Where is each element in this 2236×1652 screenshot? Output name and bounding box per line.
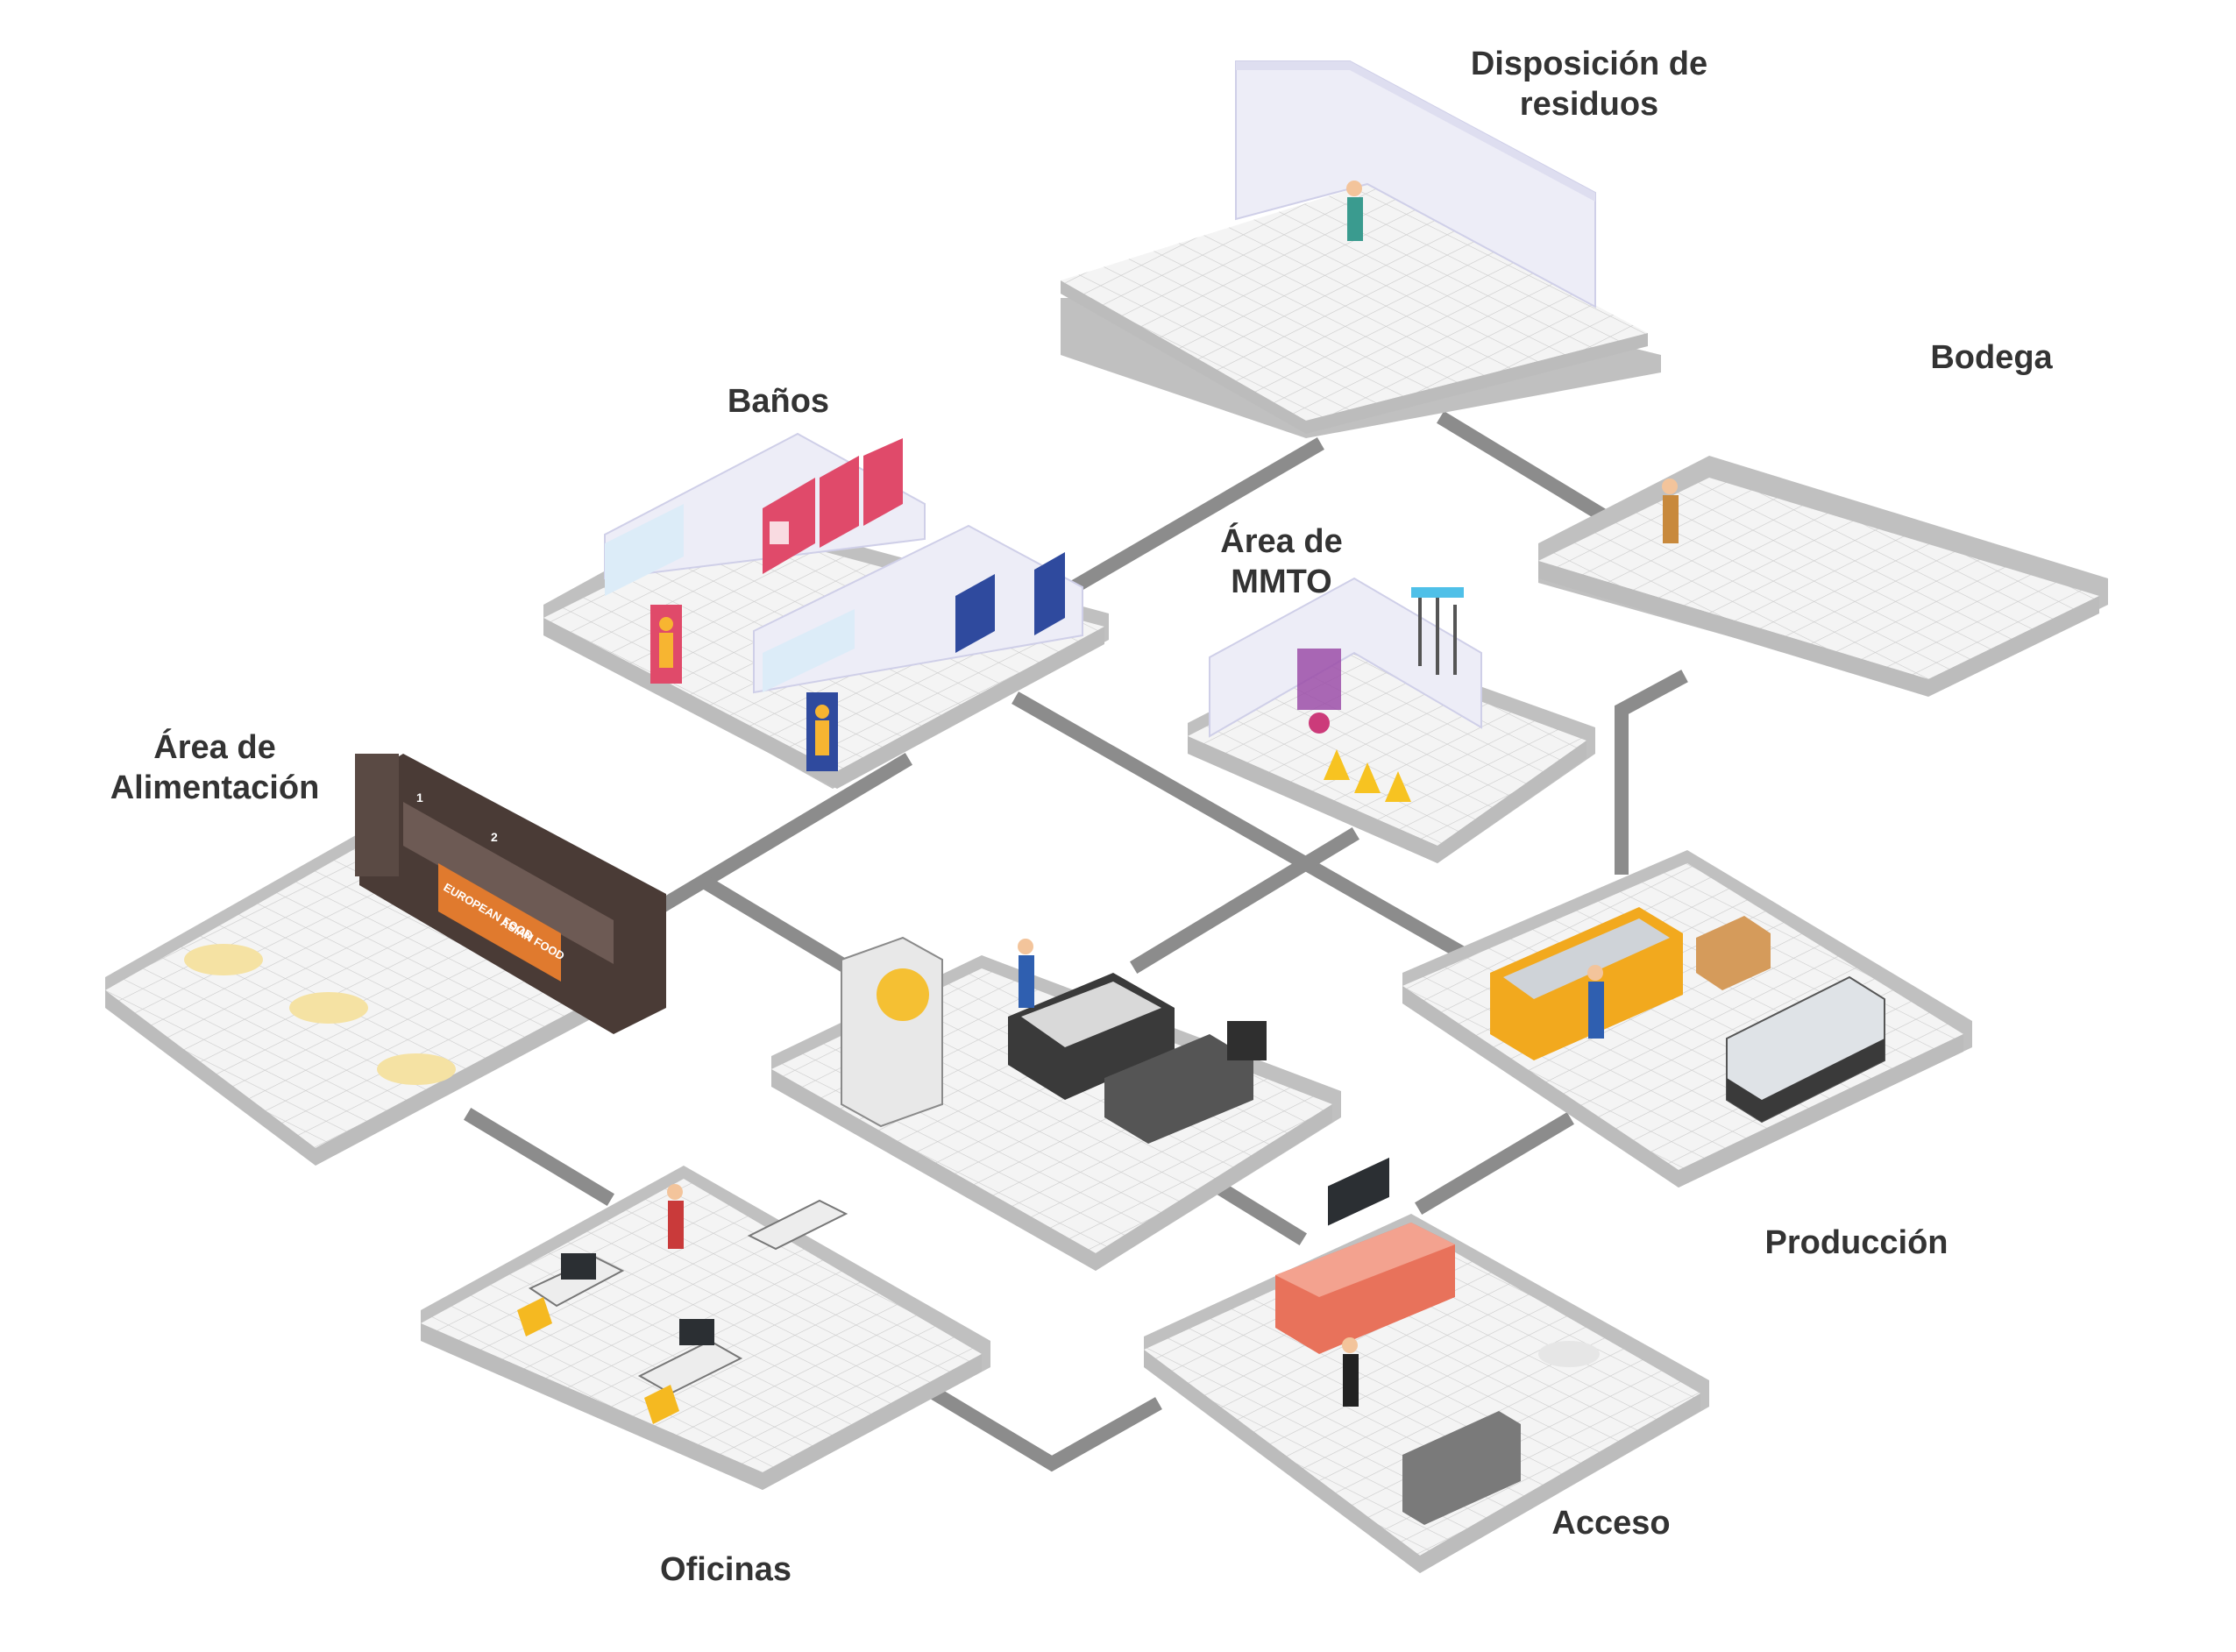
connector-produccion-acceso <box>1415 1112 1574 1215</box>
platform-bodega <box>1538 456 2108 697</box>
connector-bodega-produccion <box>1615 670 1688 875</box>
monitor-icon <box>1328 1157 1389 1226</box>
sofa-icon <box>1402 1411 1521 1525</box>
monitor-icon <box>561 1253 596 1280</box>
caution-sign-icon <box>1324 749 1350 780</box>
mop-icon <box>1411 587 1464 675</box>
label-area-de-alimentacion: Área de Alimentación <box>110 729 320 806</box>
platform-machines <box>771 936 1341 1271</box>
connector-oficinas-acceso <box>911 1375 1162 1472</box>
sign-counter-2: 2 <box>491 830 498 844</box>
label-area-de-mmto: Área de MMTO <box>1220 523 1343 600</box>
sign-counter-1: 1 <box>416 791 423 805</box>
connector-mmto-machines <box>1130 827 1359 974</box>
label-bodega: Bodega <box>1930 339 2053 376</box>
connector-paths <box>464 411 1688 1472</box>
wheelchair-icon <box>770 521 789 544</box>
label-banos: Baños <box>727 383 830 420</box>
worker-icon <box>667 181 1679 1407</box>
connector-alimentacion-oficinas <box>464 1108 614 1206</box>
connector-banos-residuos <box>1064 437 1324 597</box>
connector-alimentacion-banos <box>643 753 912 921</box>
label-acceso: Acceso <box>1551 1505 1671 1542</box>
platform-banos <box>543 432 1109 789</box>
platform-residuos <box>1061 60 1661 438</box>
connector-banos-produccion <box>1012 691 1491 974</box>
press-machine-icon <box>841 936 943 1128</box>
connector-alimentacion-machines <box>700 876 851 974</box>
label-disposicion-de-residuos: Disposición de residuos <box>1470 46 1708 123</box>
platform-acceso <box>1144 1157 1709 1573</box>
label-oficinas: Oficinas <box>660 1551 791 1588</box>
platform-oficinas <box>421 1166 990 1490</box>
platform-alimentacion: EUROPEAN FOOD ASIAN FOOD 1 2 <box>105 754 666 1166</box>
platform-mmto <box>1188 577 1595 863</box>
connector-residuos-bodega <box>1437 411 1622 531</box>
label-produccion: Producción <box>1764 1224 1949 1261</box>
platform-produccion <box>1402 850 1972 1188</box>
